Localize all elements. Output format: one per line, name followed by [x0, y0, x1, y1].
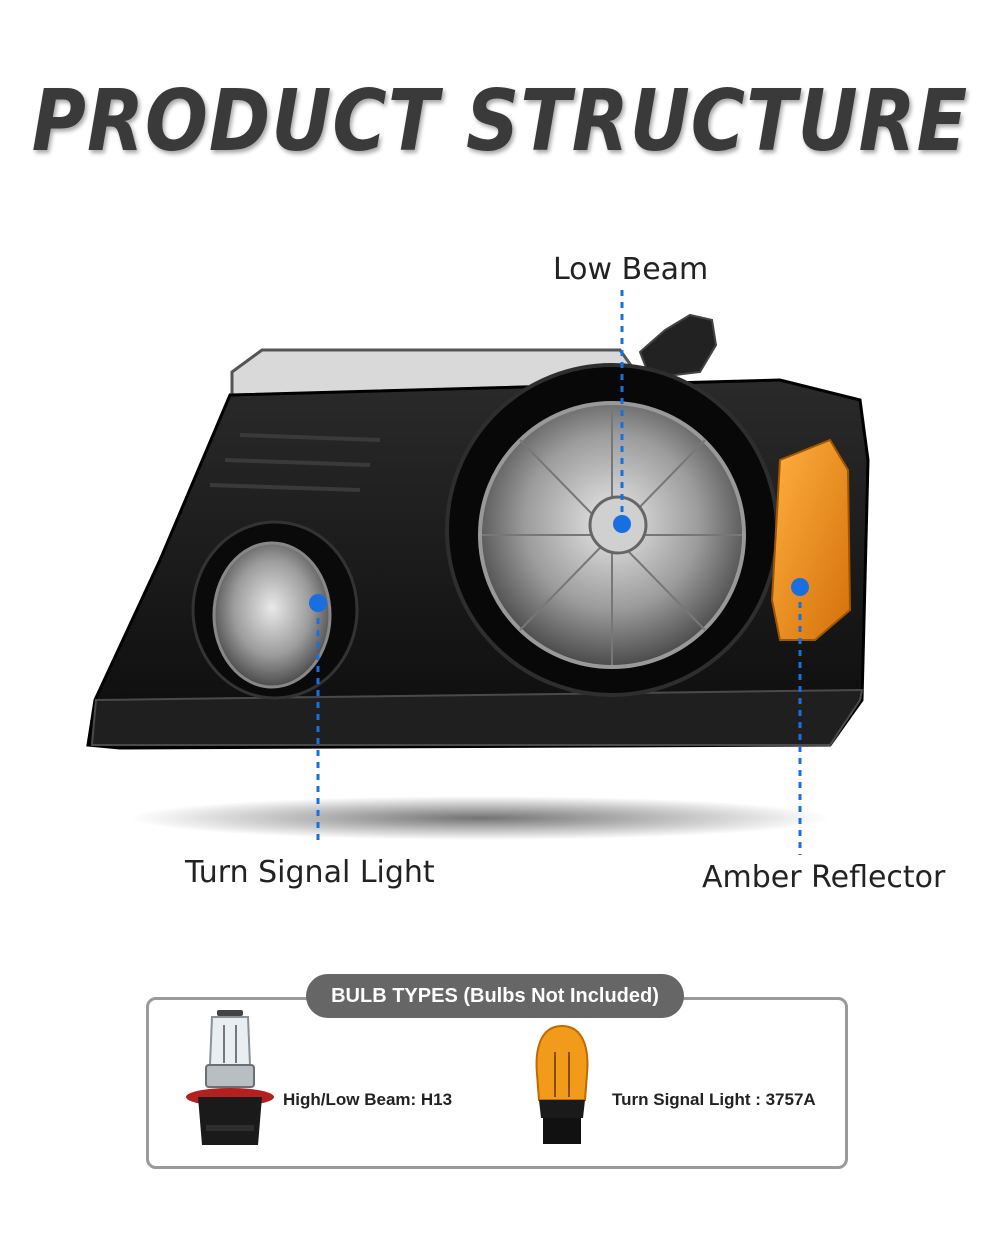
amber-reflector-label: Amber Reflector — [702, 860, 946, 895]
turn-signal-label: Turn Signal Light — [185, 855, 435, 890]
page-title: PRODUCT STRUCTURE — [31, 71, 969, 171]
3757a-amber-bulb-icon — [535, 1024, 589, 1144]
turn-signal-marker — [309, 594, 327, 612]
amber-reflector-lens — [770, 438, 852, 641]
housing-ribs — [209, 433, 381, 492]
low-beam-label: Low Beam — [553, 252, 709, 287]
h13-bulb-icon — [186, 1010, 274, 1145]
bulb-h13-label: High/Low Beam: H13 — [283, 1090, 453, 1109]
low-beam-marker — [613, 515, 631, 533]
bulb-types-heading: BULB TYPES (Bulbs Not Included) — [306, 974, 684, 1018]
turn-signal-lens — [212, 541, 332, 689]
callout-leaders — [316, 290, 802, 855]
bulb-types-panel — [146, 997, 848, 1169]
bulb-3757a-label: Turn Signal Light : 3757A — [612, 1090, 816, 1109]
headlight-illustration — [86, 290, 870, 855]
bottom-trim — [90, 688, 864, 746]
amber-reflector-marker — [791, 578, 809, 596]
floor-shadow — [130, 796, 830, 840]
